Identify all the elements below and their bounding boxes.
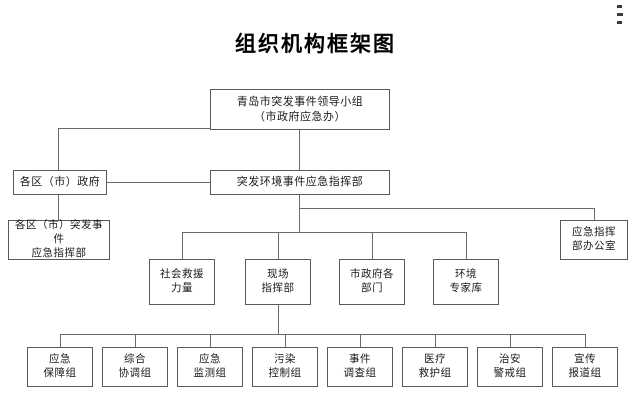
node-group-publicity-reporting[interactable]: 宣传 报道组 xyxy=(552,347,618,387)
connector-leadership-to-env-command xyxy=(299,130,300,170)
scan-artifact-mark xyxy=(617,21,622,24)
connector-group-drop-8 xyxy=(585,334,586,347)
connector-branch-drop-4 xyxy=(466,232,467,259)
node-branch-onsite-command[interactable]: 现场 指挥部 xyxy=(245,259,311,305)
node-command-office[interactable]: 应急指挥 部办公室 xyxy=(560,220,628,260)
node-district-emergency-command[interactable]: 各区（市）突发事件 应急指挥部 xyxy=(8,220,110,260)
node-branch-environment-experts[interactable]: 环境 专家库 xyxy=(433,259,499,305)
connector-group-drop-7 xyxy=(510,334,511,347)
connector-group-drop-4 xyxy=(285,334,286,347)
node-env-emergency-command[interactable]: 突发环境事件应急指挥部 xyxy=(210,170,390,195)
node-group-emergency-support[interactable]: 应急 保障组 xyxy=(27,347,93,387)
node-branch-municipal-departments[interactable]: 市政府各 部门 xyxy=(339,259,405,305)
connector-branch-drop-3 xyxy=(372,232,373,259)
scan-artifact-mark xyxy=(617,5,622,8)
node-group-incident-investigation[interactable]: 事件 调查组 xyxy=(327,347,393,387)
connector-env-command-stem xyxy=(299,195,300,232)
connector-env-command-to-office xyxy=(299,208,594,209)
connector-group-drop-2 xyxy=(135,334,136,347)
node-group-pollution-control[interactable]: 污染 控制组 xyxy=(252,347,318,387)
connector-branch-distribution-bar xyxy=(182,232,466,233)
connector-group-drop-6 xyxy=(435,334,436,347)
node-group-public-security[interactable]: 治安 警戒组 xyxy=(477,347,543,387)
connector-group-drop-1 xyxy=(60,334,61,347)
connector-onsite-command-stem xyxy=(278,305,279,334)
page-title: 组织机构框架图 xyxy=(235,32,396,56)
node-group-comprehensive-coordination[interactable]: 综合 协调组 xyxy=(102,347,168,387)
node-district-government[interactable]: 各区（市）政府 xyxy=(13,170,107,195)
connector-group-drop-3 xyxy=(210,334,211,347)
scan-artifact-mark xyxy=(617,13,623,16)
connector-district-gov-to-district-command xyxy=(58,194,59,220)
node-leadership-group[interactable]: 青岛市突发事件领导小组 （市政府应急办） xyxy=(210,89,390,130)
connector-branch-drop-1 xyxy=(182,232,183,259)
connector-group-distribution-bar xyxy=(60,334,585,335)
node-group-emergency-monitoring[interactable]: 应急 监测组 xyxy=(177,347,243,387)
connector-branch-drop-2 xyxy=(278,232,279,259)
node-group-medical-rescue[interactable]: 医疗 救护组 xyxy=(402,347,468,387)
node-branch-social-rescue[interactable]: 社会救援 力量 xyxy=(149,259,215,305)
connector-office-stem xyxy=(594,208,595,220)
connector-group-drop-5 xyxy=(360,334,361,347)
connector-district-gov-stem xyxy=(58,128,59,170)
connector-district-gov-to-env-command xyxy=(107,182,210,183)
connector-leadership-left-branch xyxy=(58,128,210,129)
